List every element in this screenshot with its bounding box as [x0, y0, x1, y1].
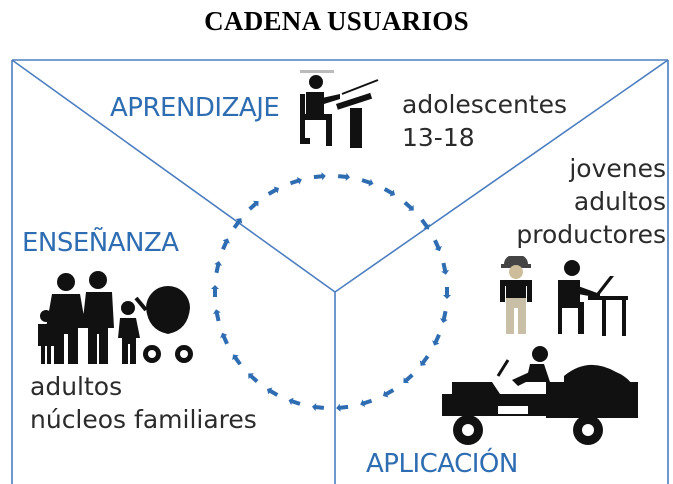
cycle-arrow — [214, 261, 223, 274]
cycle-arrow — [360, 398, 373, 408]
cycle-arrow — [266, 387, 279, 397]
cycle-arrow — [382, 388, 395, 398]
cycle-arrow — [288, 397, 301, 406]
cycle-arrows-icon — [211, 172, 451, 412]
cycle-arrow — [248, 200, 259, 211]
audience-line: adultos — [30, 372, 123, 401]
cycle-arrow — [311, 403, 325, 412]
audience-line: núcleos familiares — [30, 405, 257, 434]
audience-application: jovenes adultos productores — [480, 152, 666, 251]
cycle-arrow — [221, 238, 230, 251]
audience-learning: adolescentes 13-18 — [402, 88, 567, 154]
cycle-arrow — [443, 287, 451, 299]
cycle-arrow — [212, 309, 221, 322]
audience-line: adultos — [573, 187, 666, 216]
section-label-teaching: ENSEÑANZA — [22, 228, 179, 258]
cycle-arrow — [248, 373, 259, 384]
section-label-learning: APRENDIZAJE — [110, 93, 280, 123]
cycle-arrow — [403, 200, 414, 211]
cycle-arrow — [336, 403, 349, 412]
cycle-arrow — [439, 310, 448, 323]
cycle-arrow — [383, 187, 396, 197]
cycle-arrow — [232, 354, 242, 366]
audience-line: 13-18 — [402, 123, 475, 152]
student-at-desk-icon — [300, 70, 379, 148]
audience-line: productores — [516, 220, 666, 249]
cycle-arrow — [419, 354, 430, 366]
section-label-application: APLICACIÓN — [366, 449, 518, 479]
cycle-arrow — [432, 333, 441, 346]
cycle-arrow — [211, 285, 219, 297]
person-at-laptop-icon — [558, 260, 628, 336]
divider-line-left — [11, 59, 336, 293]
cycle-arrow — [220, 332, 229, 345]
audience-line: jovenes — [569, 154, 666, 183]
cycle-arrow — [441, 262, 450, 275]
audience-line: adolescentes — [402, 90, 568, 119]
family-with-stroller-icon — [38, 271, 193, 364]
cycle-arrow — [232, 218, 243, 230]
cycle-arrow — [289, 176, 302, 186]
cycle-arrow — [361, 178, 374, 187]
cycle-arrow — [313, 172, 326, 181]
audience-teaching: adultos núcleos familiares — [30, 370, 257, 436]
worker-icon — [500, 256, 532, 334]
diagram-title: CADENA USUARIOS — [204, 6, 469, 36]
cycle-arrow — [337, 172, 351, 181]
cycle-arrow — [420, 218, 430, 230]
cycle-arrow — [267, 186, 280, 196]
cycle-arrow — [433, 239, 442, 252]
divider-line-right — [334, 59, 669, 293]
tractor-icon — [442, 346, 638, 445]
cycle-arrow — [403, 373, 414, 384]
